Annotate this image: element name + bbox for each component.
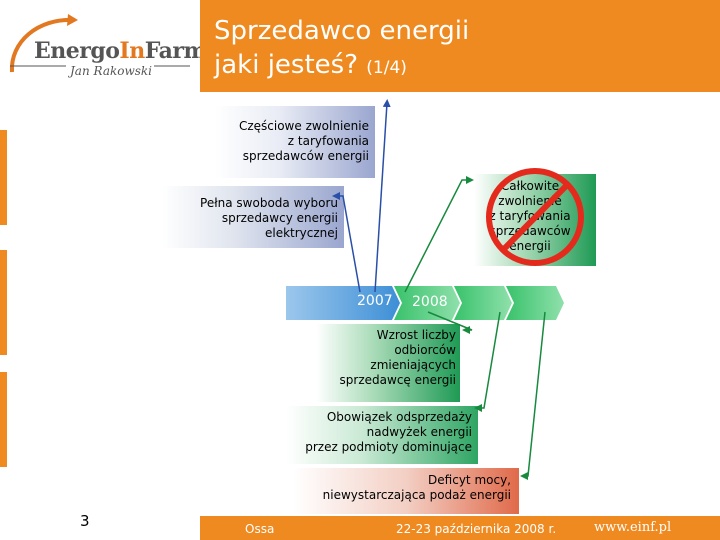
- box-resale-obligation: Obowiązek odsprzedaży nadwyżek energii p…: [286, 406, 478, 464]
- timeline-segment: [506, 286, 564, 320]
- footer-url-link[interactable]: www.einf.pl: [594, 520, 672, 535]
- box-text-line: przez podmioty dominujące: [305, 440, 472, 454]
- box-text-line: elektrycznej: [264, 226, 338, 240]
- left-accent-bar: [0, 250, 7, 355]
- page-number: 3: [80, 512, 90, 530]
- box-customer-growth: Wzrost liczby odbiorców zmieniających sp…: [316, 324, 460, 402]
- box-text-line: z taryfowania: [287, 134, 369, 148]
- box-partial-exemption: Częściowe zwolnienie z taryfowania sprze…: [215, 106, 375, 178]
- logo-brand-name: EnergoInFarm: [34, 38, 207, 64]
- timeline-year-2007: 2007: [357, 293, 393, 309]
- left-accent-bar: [0, 372, 7, 467]
- box-text-line: Całkowite: [500, 179, 560, 193]
- box-text-line: Częściowe zwolnienie: [238, 119, 369, 133]
- box-text-line: Wzrost liczby: [376, 328, 456, 342]
- box-text-line: Deficyt mocy,: [428, 473, 511, 487]
- connector-resale-obligation: [474, 311, 501, 412]
- box-text-line: Pełna swoboda wyboru: [200, 196, 338, 210]
- connector-power-deficit: [520, 311, 546, 480]
- box-power-deficit: Deficyt mocy, niewystarczająca podaż ene…: [293, 468, 519, 514]
- page-title: Sprzedawco energii jaki jesteś? (1/4): [214, 14, 469, 85]
- box-text-line: sprzedawcę energii: [339, 373, 456, 387]
- connector-full-exemption: [404, 176, 474, 293]
- box-text-line: nadwyżek energii: [366, 425, 472, 439]
- logo-divider: [10, 65, 190, 67]
- logo-swoosh-icon: [9, 14, 78, 73]
- logo-author: Jan Rakowski: [70, 64, 153, 78]
- footer-date: 22-23 października 2008 r.: [396, 522, 557, 536]
- timeline-year-2008: 2008: [412, 294, 448, 310]
- box-full-exemption: Całkowite zwolnienie z taryfowania sprze…: [474, 174, 596, 266]
- title-line-2: jaki jesteś? (1/4): [214, 50, 407, 80]
- box-freedom-of-choice: Pełna swoboda wyboru sprzedawcy energii …: [162, 186, 344, 248]
- box-text-line: Obowiązek odsprzedaży: [326, 410, 472, 424]
- timeline-segment: [454, 286, 512, 320]
- box-text-line: niewystarczająca podaż energii: [322, 488, 511, 502]
- box-text-line: sprzedawców: [489, 224, 571, 238]
- box-text-line: zmieniających: [370, 358, 456, 372]
- title-band: [200, 0, 720, 92]
- box-text-line: sprzedawcy energii: [221, 211, 338, 225]
- footer-location: Ossa: [245, 522, 275, 536]
- left-accent-bar: [0, 130, 7, 225]
- timeline-segment-2007: [286, 286, 400, 320]
- connector-partial-exemption: [374, 99, 391, 293]
- logo: EnergoInFarm Jan Rakowski: [0, 0, 207, 92]
- box-text-line: zwolnienie: [498, 194, 562, 208]
- box-text-line: energii: [509, 239, 551, 253]
- box-text-line: odbiorców: [394, 343, 456, 357]
- box-text-line: sprzedawców energii: [242, 149, 369, 163]
- footer-bar: [200, 516, 720, 540]
- title-page-indicator: (1/4): [366, 58, 407, 78]
- title-line-1: Sprzedawco energii: [214, 16, 470, 46]
- box-text-line: z taryfowania: [489, 209, 571, 223]
